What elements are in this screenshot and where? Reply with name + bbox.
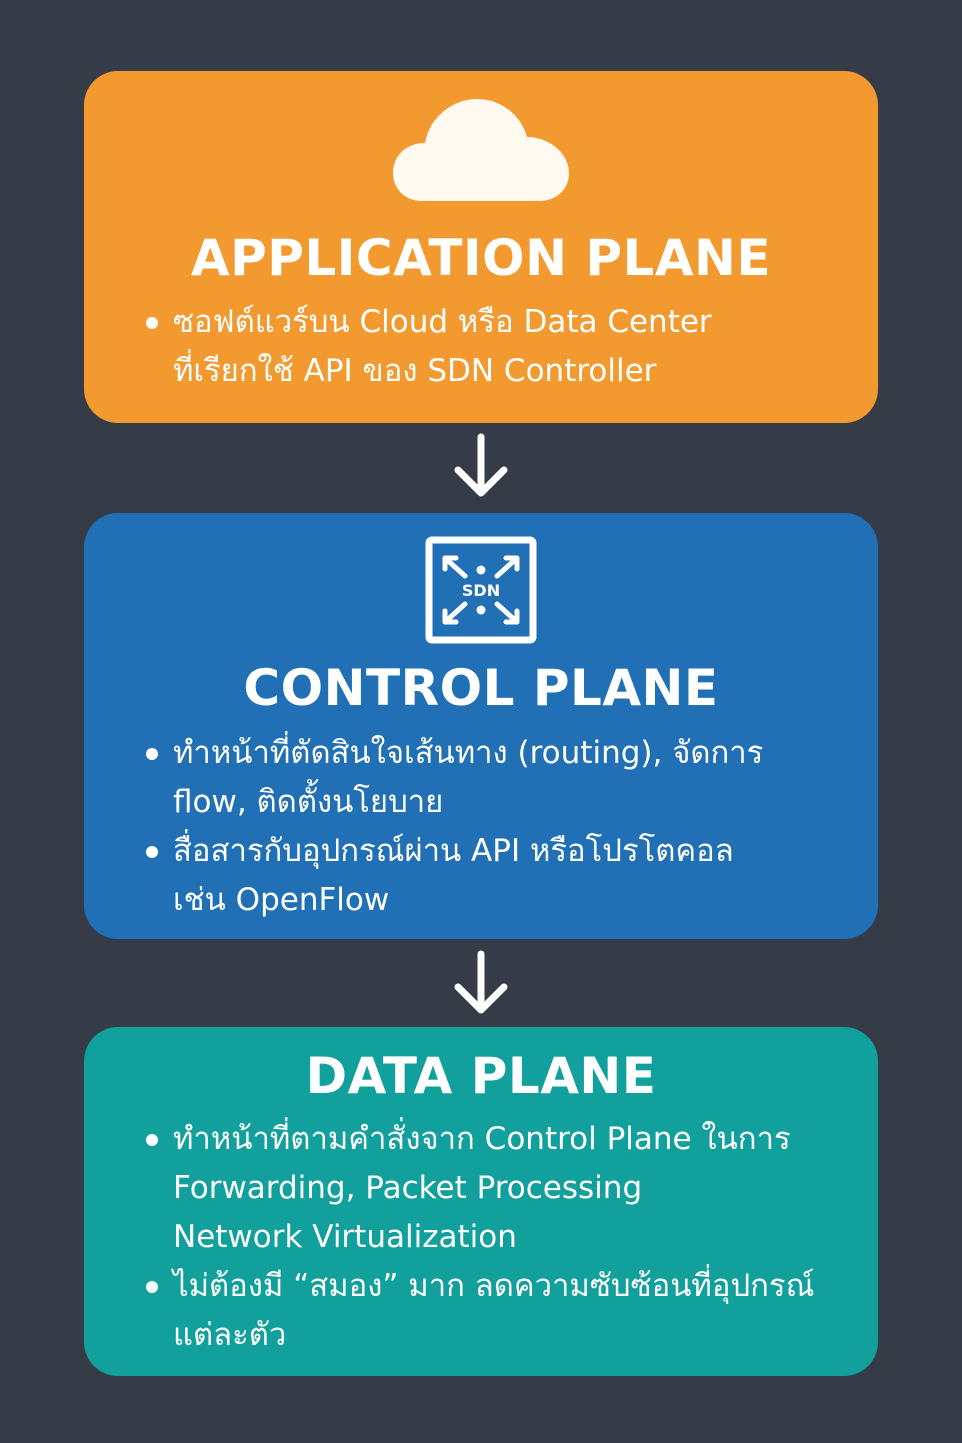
bullet-line: Forwarding, Packet Processing <box>173 1170 643 1206</box>
bullet-line: ซอฟต์แวร์บน Cloud หรือ Data Center <box>173 304 712 340</box>
control-plane-bullets: ทำหน้าที่ตัดสินใจเส้นทาง (routing), จัดก… <box>146 729 848 925</box>
bullet-item: สื่อสารกับอุปกรณ์ผ่าน API หรือโปรโตคอล เ… <box>146 827 848 925</box>
bullet-line: เช่น OpenFlow <box>173 882 390 918</box>
arrow-down-icon <box>454 950 508 1014</box>
bullet-dot-icon <box>146 846 158 858</box>
bullet-line: ไม่ต้องมี “สมอง” มาก ลดความซับซ้อนที่อุป… <box>173 1268 815 1304</box>
bullet-line: flow, ติดตั้งนโยบาย <box>173 784 444 820</box>
data-plane-box: DATA PLANE ทำหน้าที่ตามคำสั่งจาก Control… <box>84 1027 878 1376</box>
bullet-line: ที่เรียกใช้ API ของ SDN Controller <box>173 353 657 389</box>
bullet-line: Network Virtualization <box>173 1219 517 1255</box>
data-plane-bullets: ทำหน้าที่ตามคำสั่งจาก Control Plane ในกา… <box>146 1115 848 1360</box>
bullet-line: ทำหน้าที่ตามคำสั่งจาก Control Plane ในกา… <box>173 1121 791 1157</box>
bullet-dot-icon <box>146 1134 158 1146</box>
application-plane-box: APPLICATION PLANE ซอฟต์แวร์บน Cloud หรือ… <box>84 71 878 423</box>
bullet-line: ทำหน้าที่ตัดสินใจเส้นทาง (routing), จัดก… <box>173 735 764 771</box>
bullet-dot-icon <box>146 317 158 329</box>
sdn-icon: SDN <box>425 536 537 644</box>
bullet-dot-icon <box>146 748 158 760</box>
cloud-icon <box>393 99 569 201</box>
bullet-item: ไม่ต้องมี “สมอง” มาก ลดความซับซ้อนที่อุป… <box>146 1262 848 1360</box>
application-plane-title: APPLICATION PLANE <box>190 229 772 287</box>
bullet-item: ซอฟต์แวร์บน Cloud หรือ Data Center ที่เร… <box>146 298 848 396</box>
bullet-line: สื่อสารกับอุปกรณ์ผ่าน API หรือโปรโตคอล <box>173 833 734 869</box>
bullet-line: แต่ละตัว <box>173 1317 287 1353</box>
application-plane-bullets: ซอฟต์แวร์บน Cloud หรือ Data Center ที่เร… <box>146 298 848 396</box>
bullet-item: ทำหน้าที่ตัดสินใจเส้นทาง (routing), จัดก… <box>146 729 848 827</box>
control-plane-title: CONTROL PLANE <box>243 659 719 717</box>
bullet-item: ทำหน้าที่ตามคำสั่งจาก Control Plane ในกา… <box>146 1115 848 1262</box>
arrow-down-icon <box>454 433 508 497</box>
sdn-icon-label: SDN <box>462 581 500 600</box>
control-plane-box: SDN CONTROL PLANE ทำหน้าที่ตัดสินใจเส้นท… <box>84 513 878 939</box>
data-plane-title: DATA PLANE <box>305 1047 657 1105</box>
bullet-dot-icon <box>146 1281 158 1293</box>
